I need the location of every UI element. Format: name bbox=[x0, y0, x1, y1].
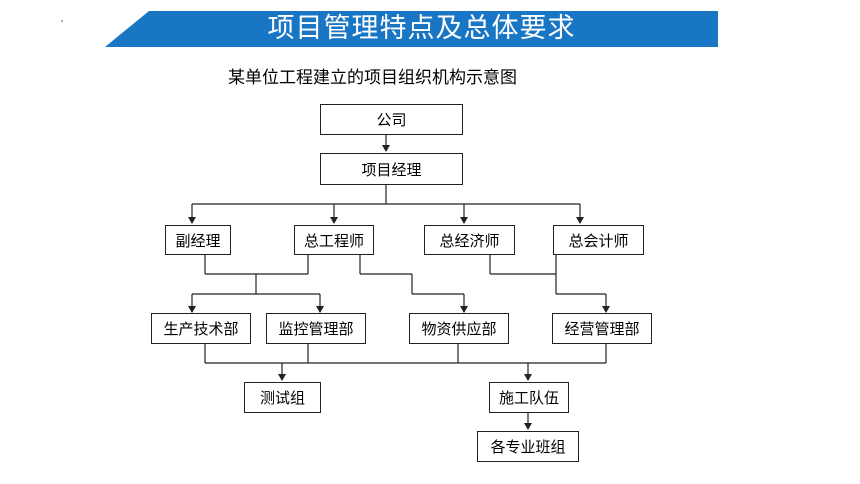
node-chief-engineer: 总工程师 bbox=[294, 225, 374, 255]
node-company: 公司 bbox=[320, 104, 463, 135]
node-materials-supply-dept: 物资供应部 bbox=[409, 313, 509, 344]
node-chief-economist: 总经济师 bbox=[424, 225, 515, 255]
node-chief-accountant: 总会计师 bbox=[553, 225, 644, 255]
node-supervision-dept: 监控管理部 bbox=[266, 313, 366, 344]
node-production-tech-dept: 生产技术部 bbox=[151, 313, 251, 344]
diagram-title: 某单位工程建立的项目组织机构示意图 bbox=[228, 68, 517, 88]
decorative-dot bbox=[61, 20, 63, 22]
node-project-manager: 项目经理 bbox=[320, 153, 463, 185]
node-operations-dept: 经营管理部 bbox=[552, 313, 652, 344]
title-banner: 项目管理特点及总体要求 bbox=[105, 11, 718, 47]
page-title: 项目管理特点及总体要求 bbox=[267, 13, 576, 44]
node-deputy-manager: 副经理 bbox=[165, 225, 231, 255]
node-testing-group: 测试组 bbox=[244, 382, 321, 413]
node-specialty-teams: 各专业班组 bbox=[477, 431, 579, 462]
node-construction-team: 施工队伍 bbox=[489, 382, 569, 413]
